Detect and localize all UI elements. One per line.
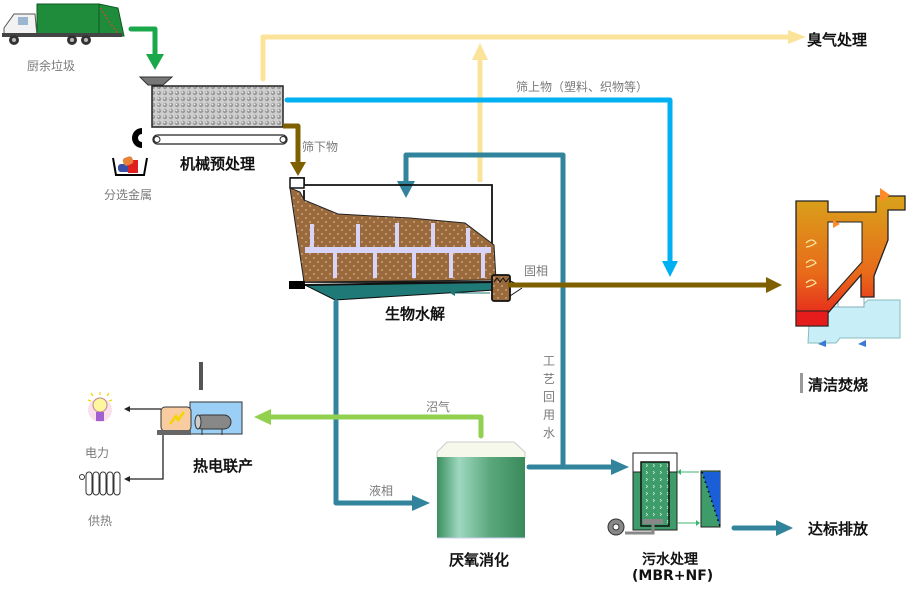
liquid-phase-flow-line — [333, 299, 430, 511]
label-biogas: 沼气 — [426, 400, 451, 414]
light-bulb-icon — [87, 392, 113, 422]
label-wastewater-treatment: 污水处理 — [642, 552, 698, 568]
label-electricity: 电力 — [85, 446, 110, 460]
label-kitchen-waste: 厨余垃圾 — [27, 59, 76, 73]
magnet-icon — [132, 128, 142, 148]
anaerobic-digester — [436, 441, 526, 539]
label-discharge: 达标排放 — [808, 520, 869, 538]
label-wastewater-treatment-sub: (MBR+NF) — [632, 568, 714, 584]
incinerator-icon — [795, 188, 906, 393]
metal-bin-icon — [112, 156, 148, 176]
label-process-reuse-water: 工艺回用水 — [542, 354, 555, 440]
discharge-flow-line — [731, 520, 793, 536]
solid-phase-flow-line — [508, 277, 782, 293]
label-anaerobic-digestion: 厌氧消化 — [449, 551, 510, 569]
label-liquid-phase: 液相 — [369, 484, 394, 498]
oversize-flow-line — [284, 97, 678, 277]
label-biological-hydrolysis: 生物水解 — [385, 305, 446, 323]
cogeneration-unit — [157, 362, 243, 435]
mechanical-pretreatment-unit — [138, 76, 288, 145]
nf-unit — [677, 469, 721, 528]
biogas-flow-line — [254, 409, 484, 439]
mbr-unit — [607, 452, 678, 536]
radiator-icon — [79, 471, 121, 496]
label-mechanical-pretreatment: 机械预处理 — [180, 155, 256, 173]
label-cogeneration: 热电联产 — [193, 457, 254, 475]
power-output-lines — [124, 406, 164, 482]
label-odor-treatment: 臭气处理 — [807, 31, 868, 49]
label-clean-incineration: 清洁焚烧 — [808, 376, 869, 394]
digestate-flow-line — [526, 459, 629, 475]
label-metal-sorting: 分选金属 — [104, 188, 153, 202]
garbage-truck-icon — [2, 3, 125, 45]
label-heat-supply: 供热 — [88, 514, 113, 528]
odor-flow-line — [260, 30, 806, 182]
waste-input-arrow — [128, 26, 164, 70]
hydrolysis-reactor — [289, 177, 523, 302]
label-undersize: 筛下物 — [302, 140, 339, 154]
undersize-flow-line — [283, 123, 306, 176]
label-oversize: 筛上物（塑料、织物等） — [516, 80, 649, 94]
label-solid-phase: 固相 — [524, 264, 549, 278]
